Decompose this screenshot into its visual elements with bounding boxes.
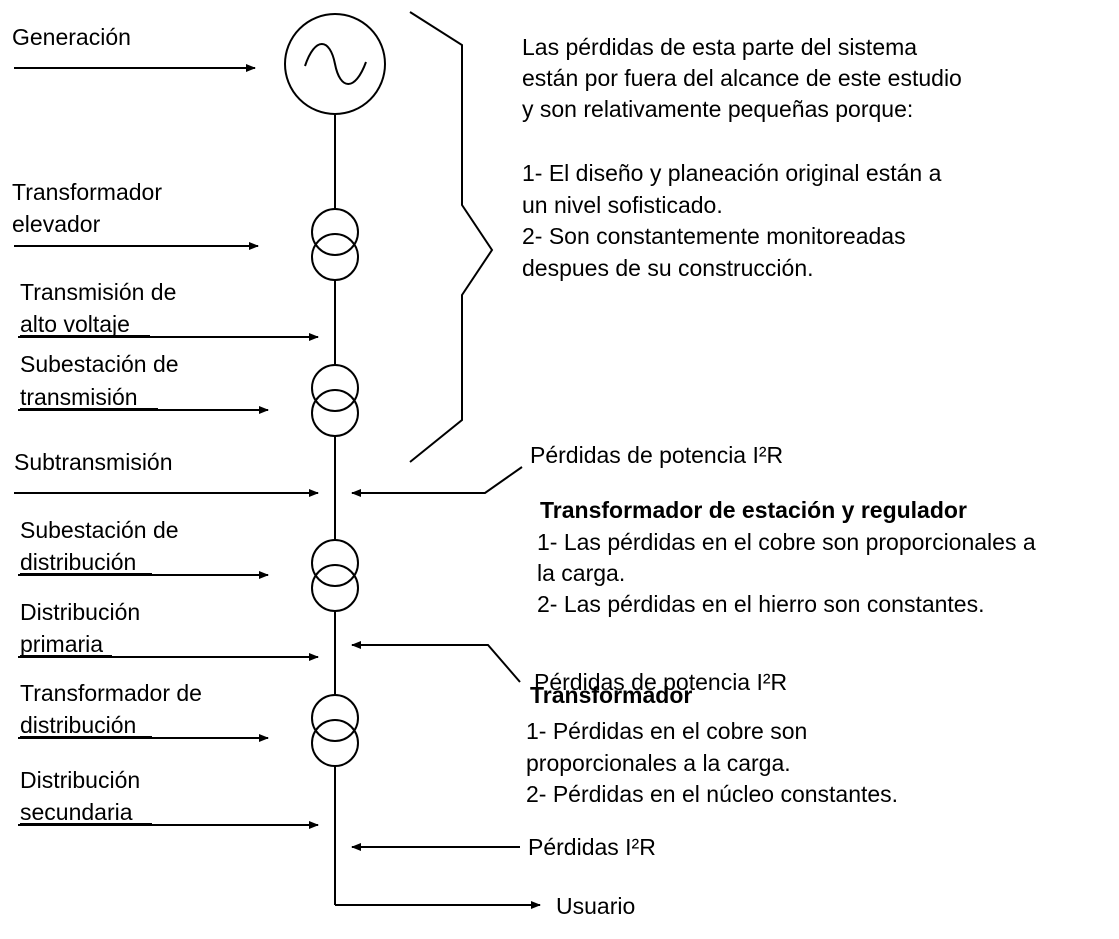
loss-secundaria-label: Pérdidas I²R xyxy=(528,834,656,860)
stage-subtransmision: Subtransmisión xyxy=(14,449,173,475)
station-transformer-title: Transformador de estación y regulador xyxy=(540,497,967,523)
distribution-transformer-line-2: proporcionales a la carga. xyxy=(526,750,791,776)
stage-distribucion-primaria-line1: Distribución xyxy=(20,599,140,625)
stage-generacion-label: Generación xyxy=(12,24,131,50)
stage-distribucion-primaria-line2: primaria xyxy=(20,631,103,657)
note-point-4: despues de su construcción. xyxy=(522,255,814,281)
station-transformer-note: Transformador de estación y regulador 1-… xyxy=(537,497,1036,617)
stage-subestacion-distribucion: Subestación de distribución xyxy=(20,517,179,575)
stage-generacion: Generación xyxy=(12,24,131,50)
stage-transformador-elevador: Transformador elevador xyxy=(12,179,162,237)
note-intro-3: y son relativamente pequeñas porque: xyxy=(522,96,913,122)
stage-transformador-elevador-line1: Transformador xyxy=(12,179,162,205)
note-intro-1: Las pérdidas de esta parte del sistema xyxy=(522,34,917,60)
generator-icon xyxy=(284,13,386,115)
stage-transformador-distribucion-line1: Transformador de xyxy=(20,680,202,706)
distribution-transformer-line-3: 2- Pérdidas en el núcleo constantes. xyxy=(526,781,898,807)
loss-primaria-label: Pérdidas de potencia I²R xyxy=(534,669,787,695)
stage-transformador-elevador-line2: elevador xyxy=(12,211,101,237)
main-line xyxy=(334,115,541,909)
stage-subestacion-transmision: Subestación de transmisión xyxy=(20,351,179,410)
stage-transmision-line2: alto voltaje xyxy=(20,311,130,337)
loss-arrows xyxy=(351,466,523,851)
stage-subtransmision-label: Subtransmisión xyxy=(14,449,173,475)
stage-distribucion-secundaria: Distribución secundaria xyxy=(20,767,152,825)
user-label: Usuario xyxy=(556,893,635,919)
stage-distribucion-primaria: Distribución primaria xyxy=(20,599,140,657)
loss-subtransmision-label: Pérdidas de potencia I²R xyxy=(530,442,783,468)
distribution-transformer-icon xyxy=(311,694,359,767)
note-point-1: 1- El diseño y planeación original están… xyxy=(522,160,942,186)
transmission-substation-transformer-icon xyxy=(311,364,359,437)
brace xyxy=(409,11,494,463)
stage-subestacion-transmision-line1: Subestación de xyxy=(20,351,179,377)
stage-subestacion-distribucion-line2: distribución xyxy=(20,549,136,575)
stage-subestacion-distribucion-line1: Subestación de xyxy=(20,517,179,543)
stage-transmision-line1: Transmisión de xyxy=(20,279,176,305)
stage-transmision-alto-voltaje: Transmisión de alto voltaje xyxy=(20,279,176,337)
stage-distribucion-secundaria-line1: Distribución xyxy=(20,767,140,793)
note-intro-2: están por fuera del alcance de este estu… xyxy=(522,65,962,91)
distribution-transformer-note: Transformador 1- Pérdidas en el cobre so… xyxy=(526,682,898,807)
distribution-substation-transformer-icon xyxy=(311,539,359,612)
stage-subestacion-transmision-line2: transmisión xyxy=(20,384,138,410)
distribution-transformer-title: Transformador xyxy=(530,682,692,708)
note-point-2: un nivel sofisticado. xyxy=(522,192,723,218)
generation-note: Las pérdidas de esta parte del sistema e… xyxy=(522,34,962,281)
distribution-transformer-line-1: 1- Pérdidas en el cobre son xyxy=(526,718,807,744)
stage-transformador-distribucion-line2: distribución xyxy=(20,712,136,738)
stage-transformador-distribucion: Transformador de distribución xyxy=(20,680,202,738)
station-transformer-line-3: 2- Las pérdidas en el hierro son constan… xyxy=(537,591,985,617)
step-up-transformer-icon xyxy=(311,208,359,281)
note-point-3: 2- Son constantemente monitoreadas xyxy=(522,223,906,249)
station-transformer-line-2: la carga. xyxy=(537,560,625,586)
stage-distribucion-secundaria-line2: secundaria xyxy=(20,799,133,825)
station-transformer-line-1: 1- Las pérdidas en el cobre son proporci… xyxy=(537,529,1036,555)
